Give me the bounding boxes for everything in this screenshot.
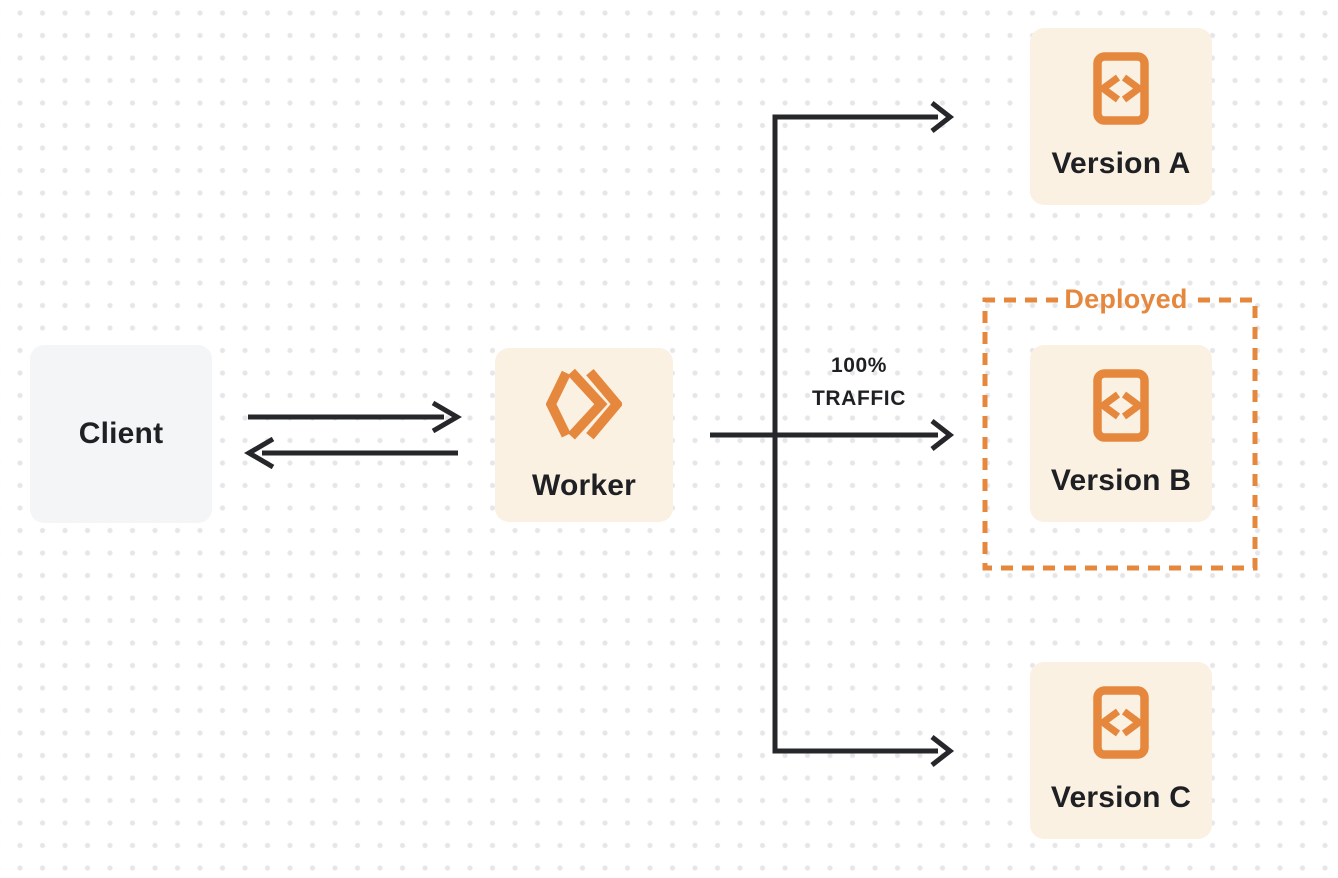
version-b-arrowhead-icon <box>930 419 955 451</box>
traffic-branch-line <box>772 114 938 754</box>
client-node: Client <box>30 345 212 523</box>
version-c-label: Version C <box>1050 781 1192 814</box>
version-c-node: Version C <box>1030 662 1212 839</box>
version-a-arrowhead-icon <box>930 101 955 133</box>
deployed-label: Deployed <box>1064 283 1188 314</box>
code-file-icon <box>1093 52 1149 125</box>
worker-label: Worker <box>531 469 637 502</box>
worker-node: Worker <box>495 348 673 522</box>
code-file-icon <box>1093 686 1149 759</box>
client-label: Client <box>78 417 164 450</box>
deployed-dashed-border <box>982 297 1258 571</box>
code-file-icon <box>1093 369 1149 442</box>
version-a-label: Version A <box>1051 147 1191 180</box>
traffic-annotation: 100% TRAFFIC <box>791 349 927 415</box>
version-a-node: Version A <box>1030 28 1212 205</box>
client-to-worker-arrowhead-icon <box>431 400 462 434</box>
version-b-label: Version B <box>1050 464 1192 497</box>
traffic-caption-label: TRAFFIC <box>811 387 906 410</box>
worker-to-client-arrowhead-icon <box>244 436 275 470</box>
version-b-node: Version B <box>1030 345 1212 522</box>
version-c-arrowhead-icon <box>930 735 955 767</box>
traffic-percent-label: 100% <box>830 354 888 377</box>
cloudflare-workers-logo-icon <box>546 368 622 440</box>
